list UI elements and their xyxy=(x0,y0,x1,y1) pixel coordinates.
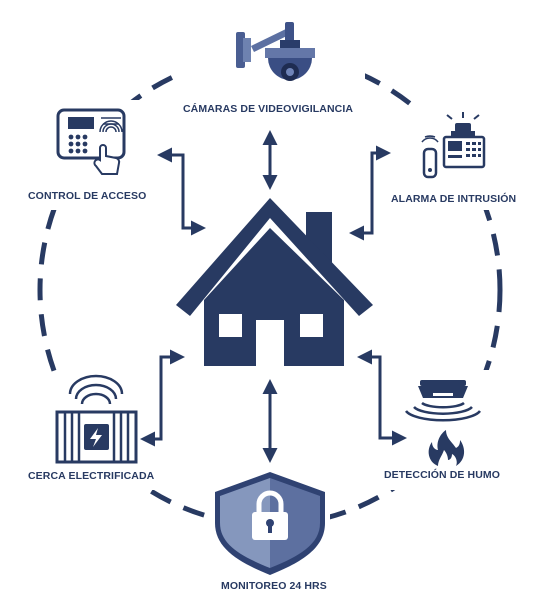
arrow-intrusion xyxy=(349,145,391,241)
label-access-control: CONTROL DE ACCESO xyxy=(28,190,147,202)
security-camera-icon xyxy=(236,22,315,81)
access-keypad-fingerprint-icon xyxy=(56,108,126,175)
house-icon xyxy=(176,198,373,366)
label-monitoring: MONITOREO 24 HRS xyxy=(221,580,327,592)
smoke-detector-fire-icon xyxy=(404,380,482,466)
label-intrusion-alarm: ALARMA DE INTRUSIÓN xyxy=(391,193,517,205)
label-electric-fence: CERCA ELECTRIFICADA xyxy=(28,470,155,482)
arrow-access xyxy=(157,147,206,236)
electric-fence-icon xyxy=(55,374,138,464)
label-smoke-detection: DETECCIÓN DE HUMO xyxy=(384,469,501,481)
connector-arrows xyxy=(140,130,407,463)
arrow-fence xyxy=(140,349,185,447)
shield-padlock-icon xyxy=(215,472,325,575)
label-cameras: CÁMARAS DE VIDEOVIGILANCIA xyxy=(183,103,354,115)
alarm-panel-icon xyxy=(421,112,486,179)
arrow-smoke xyxy=(357,349,407,446)
